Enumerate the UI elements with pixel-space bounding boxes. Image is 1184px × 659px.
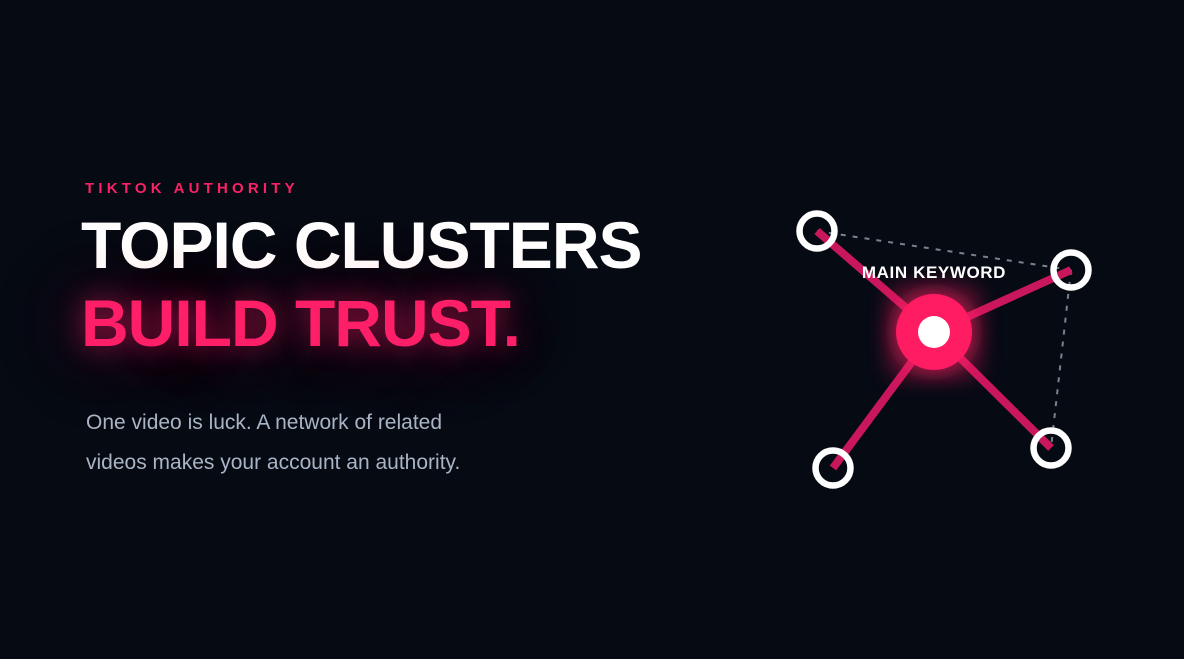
cluster-node-top-right [1050, 249, 1092, 291]
cluster-node-bottom-left [812, 447, 854, 489]
supporting-text-line1: One video is luck. A network of related [86, 411, 443, 434]
cluster-node-top-left [796, 210, 838, 252]
dashed-link-right [1050, 269, 1072, 449]
headline: TOPIC CLUSTERS BUILD TRUST. [81, 206, 643, 362]
supporting-text-line2: videos makes your account an authority. [86, 451, 461, 474]
eyebrow-label: TIKTOK AUTHORITY [85, 180, 299, 197]
main-keyword-label: MAIN KEYWORD [862, 263, 1006, 282]
main-keyword-node-core [918, 316, 950, 348]
headline-line1: TOPIC CLUSTERS [81, 208, 643, 282]
topic-cluster-diagram: MAIN KEYWORD [796, 210, 1092, 489]
supporting-text: One video is luck. A network of related … [86, 403, 460, 483]
cluster-node-bottom-right [1030, 427, 1072, 469]
headline-line2: BUILD TRUST. [81, 286, 521, 360]
